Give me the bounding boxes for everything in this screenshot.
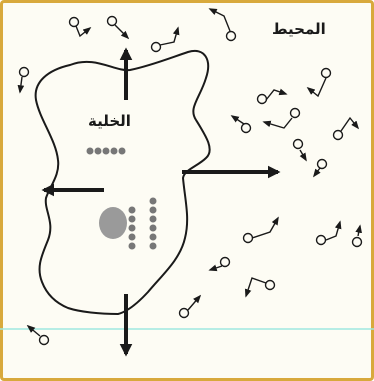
molecule-icon <box>334 118 359 140</box>
flow-arrows <box>44 50 278 354</box>
molecule-icon <box>20 68 29 93</box>
molecule-icon <box>353 226 362 247</box>
nucleus <box>99 207 127 239</box>
membrane-dots <box>129 198 157 250</box>
cytoplasm-dots <box>87 148 126 155</box>
molecule-icon <box>152 28 179 52</box>
molecule-icon <box>210 258 230 271</box>
molecule-icon <box>246 278 275 296</box>
molecule-icon <box>232 116 251 133</box>
molecule-icon <box>210 9 236 41</box>
molecule-icon <box>294 140 307 161</box>
molecule-icon <box>244 218 279 243</box>
molecule-icon <box>258 90 287 104</box>
molecule-icon <box>70 18 91 37</box>
molecules <box>20 9 362 345</box>
cell-label: الخلية <box>88 112 131 130</box>
cell-membrane <box>36 51 210 314</box>
molecule-icon <box>108 17 129 39</box>
molecule-icon <box>317 222 341 245</box>
environment-label: المحيط <box>272 20 326 38</box>
molecule-icon <box>314 160 327 177</box>
molecule-icon <box>264 109 300 129</box>
molecule-icon <box>180 296 201 318</box>
molecule-icon <box>308 69 331 97</box>
